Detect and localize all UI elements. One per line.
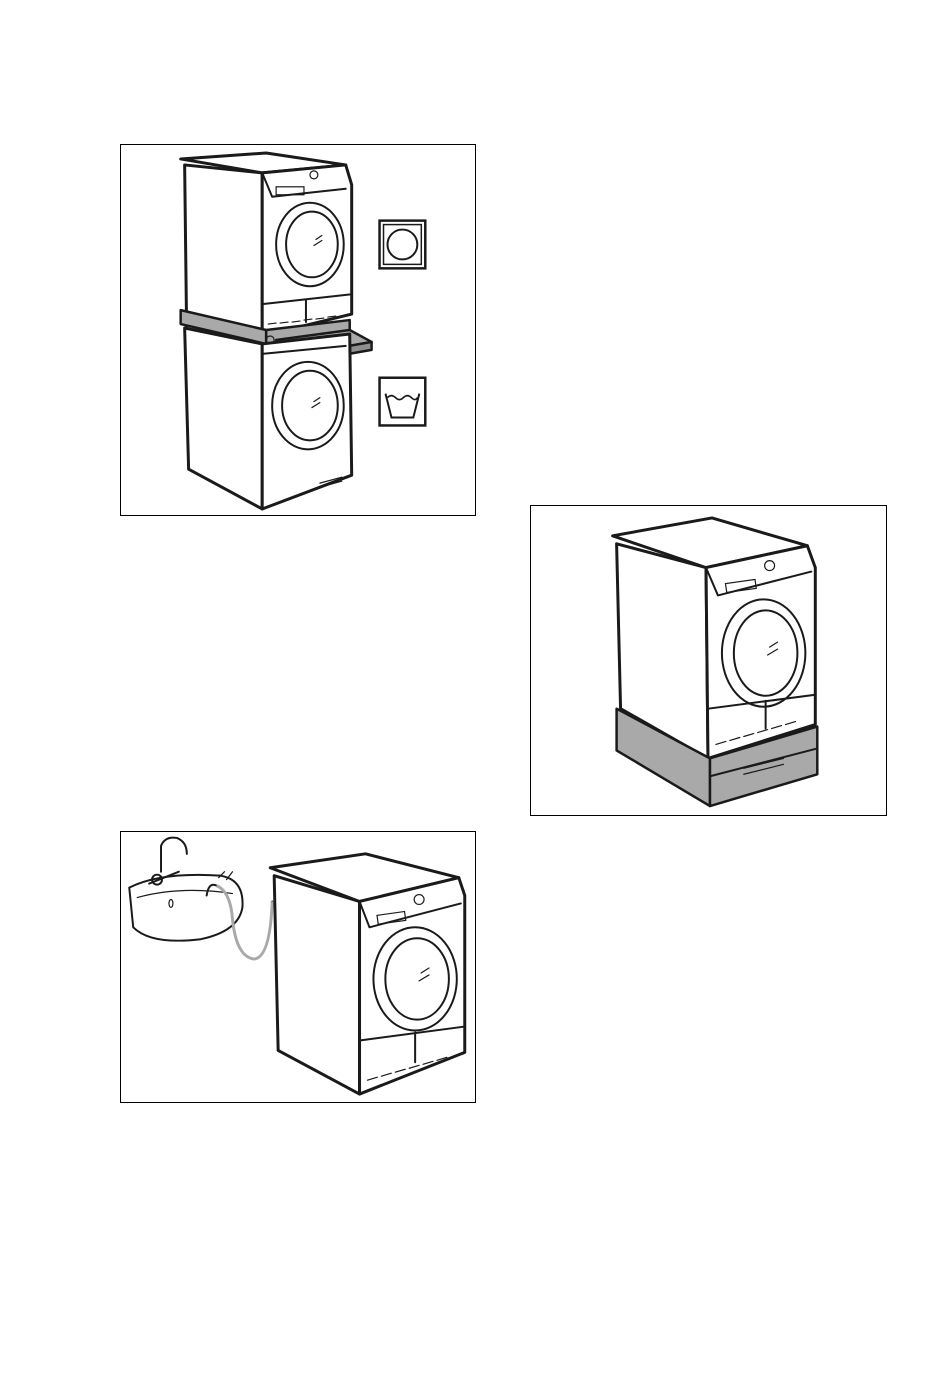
drain-hose bbox=[217, 886, 273, 959]
drain-to-sink-illustration bbox=[121, 832, 475, 1102]
drain-to-sink-figure bbox=[120, 831, 476, 1103]
pedestal-illustration bbox=[531, 506, 886, 815]
pedestal-figure bbox=[530, 505, 887, 816]
washer-side-panel bbox=[185, 328, 263, 509]
dryer-side-panel bbox=[185, 165, 263, 336]
stacking-kit-figure bbox=[120, 144, 476, 516]
stacking-kit-illustration bbox=[121, 145, 475, 515]
washer-front bbox=[262, 334, 351, 509]
sink-drain-icon bbox=[169, 900, 173, 908]
washing-machine-symbol-icon bbox=[380, 378, 426, 426]
sink bbox=[129, 875, 242, 941]
dryer-side-panel bbox=[274, 876, 359, 1094]
tumble-dryer-symbol-icon bbox=[380, 221, 426, 269]
